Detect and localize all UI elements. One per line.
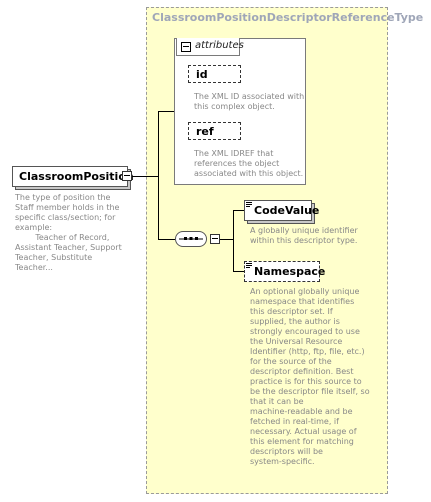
collapse-root-icon[interactable] bbox=[122, 171, 132, 181]
desc-line: system-specific. bbox=[250, 457, 315, 466]
desc-line: associated with this object. bbox=[194, 169, 304, 178]
desc-line: The type of position the bbox=[15, 193, 111, 202]
desc-line: descriptor definition. Best bbox=[250, 367, 354, 376]
desc-line: specific class/section; for bbox=[15, 213, 116, 222]
desc-line: A globally unique identifier bbox=[250, 226, 358, 235]
desc-line: within this descriptor type. bbox=[250, 236, 358, 245]
desc-line: An optional globally unique bbox=[250, 287, 360, 296]
collapse-attributes-icon[interactable] bbox=[181, 42, 191, 52]
attribute-ref[interactable]: ref bbox=[188, 122, 241, 140]
desc-line: Identifier (http, ftp, file, etc.) bbox=[250, 347, 365, 356]
desc-line: Staff member holds in the bbox=[15, 203, 120, 212]
desc-line: Assistant Teacher, Support bbox=[15, 243, 122, 252]
desc-line: fetched in real-time, if bbox=[250, 417, 339, 426]
desc-line: for the source of the bbox=[250, 357, 332, 366]
desc-line: strongly encouraged to use bbox=[250, 327, 360, 336]
root-element-classroom-position[interactable]: ClassroomPosition bbox=[12, 166, 134, 187]
connector-line bbox=[158, 111, 159, 240]
content-marker-icon bbox=[246, 202, 252, 207]
attributes-tab[interactable] bbox=[176, 38, 240, 56]
desc-line: references the object bbox=[194, 159, 280, 168]
desc-line: necessary. Actual usage of bbox=[250, 427, 357, 436]
attribute-id[interactable]: id bbox=[188, 65, 241, 83]
element-namespace[interactable]: Namespace bbox=[244, 261, 325, 282]
desc-line: practice is for this source to bbox=[250, 377, 362, 386]
desc-line: Teacher, Substitute bbox=[15, 253, 93, 262]
connector-line bbox=[132, 176, 158, 177]
attributes-group bbox=[174, 38, 306, 185]
connector-line bbox=[158, 239, 175, 240]
desc-line: Teacher... bbox=[15, 263, 53, 272]
desc-line: this descriptor set. If bbox=[250, 307, 333, 316]
element-codevalue[interactable]: CodeValue bbox=[244, 200, 319, 221]
desc-line: Teacher of Record, bbox=[15, 233, 110, 242]
codevalue-description: A globally unique identifier within this… bbox=[250, 226, 358, 246]
content-marker-icon bbox=[246, 263, 252, 268]
connector-line bbox=[233, 210, 234, 272]
desc-line: The XML IDREF that bbox=[194, 149, 274, 158]
desc-line: machine-readable and be bbox=[250, 407, 353, 416]
desc-line: supplied, the author is bbox=[250, 317, 340, 326]
type-name: ClassroomPositionDescriptorReferenceType bbox=[152, 11, 424, 24]
connector-line bbox=[233, 271, 244, 272]
attributes-label: attributes bbox=[195, 40, 244, 51]
desc-line: that it can be bbox=[250, 397, 304, 406]
connector-line bbox=[220, 239, 233, 240]
desc-line: this element for matching bbox=[250, 437, 354, 446]
desc-line: The XML ID associated with bbox=[194, 92, 305, 101]
sequence-icon bbox=[179, 237, 203, 240]
connector-line bbox=[158, 111, 174, 112]
sequence-compositor[interactable] bbox=[175, 231, 207, 247]
desc-line: the Universal Resource bbox=[250, 337, 343, 346]
root-description: The type of position the Staff member ho… bbox=[15, 193, 122, 273]
attribute-ref-description: The XML IDREF that references the object… bbox=[194, 149, 303, 179]
attribute-id-description: The XML ID associated with this complex … bbox=[194, 92, 304, 112]
connector-line bbox=[233, 210, 244, 211]
desc-line: this complex object. bbox=[194, 102, 275, 111]
desc-line: descriptors will be bbox=[250, 447, 323, 456]
collapse-sequence-icon[interactable] bbox=[210, 234, 220, 244]
desc-line: be the descriptor file itself, so bbox=[250, 387, 370, 396]
desc-line: example: bbox=[15, 223, 53, 232]
namespace-description: An optional globally unique namespace th… bbox=[250, 287, 370, 467]
desc-line: namespace that identifies bbox=[250, 297, 355, 306]
